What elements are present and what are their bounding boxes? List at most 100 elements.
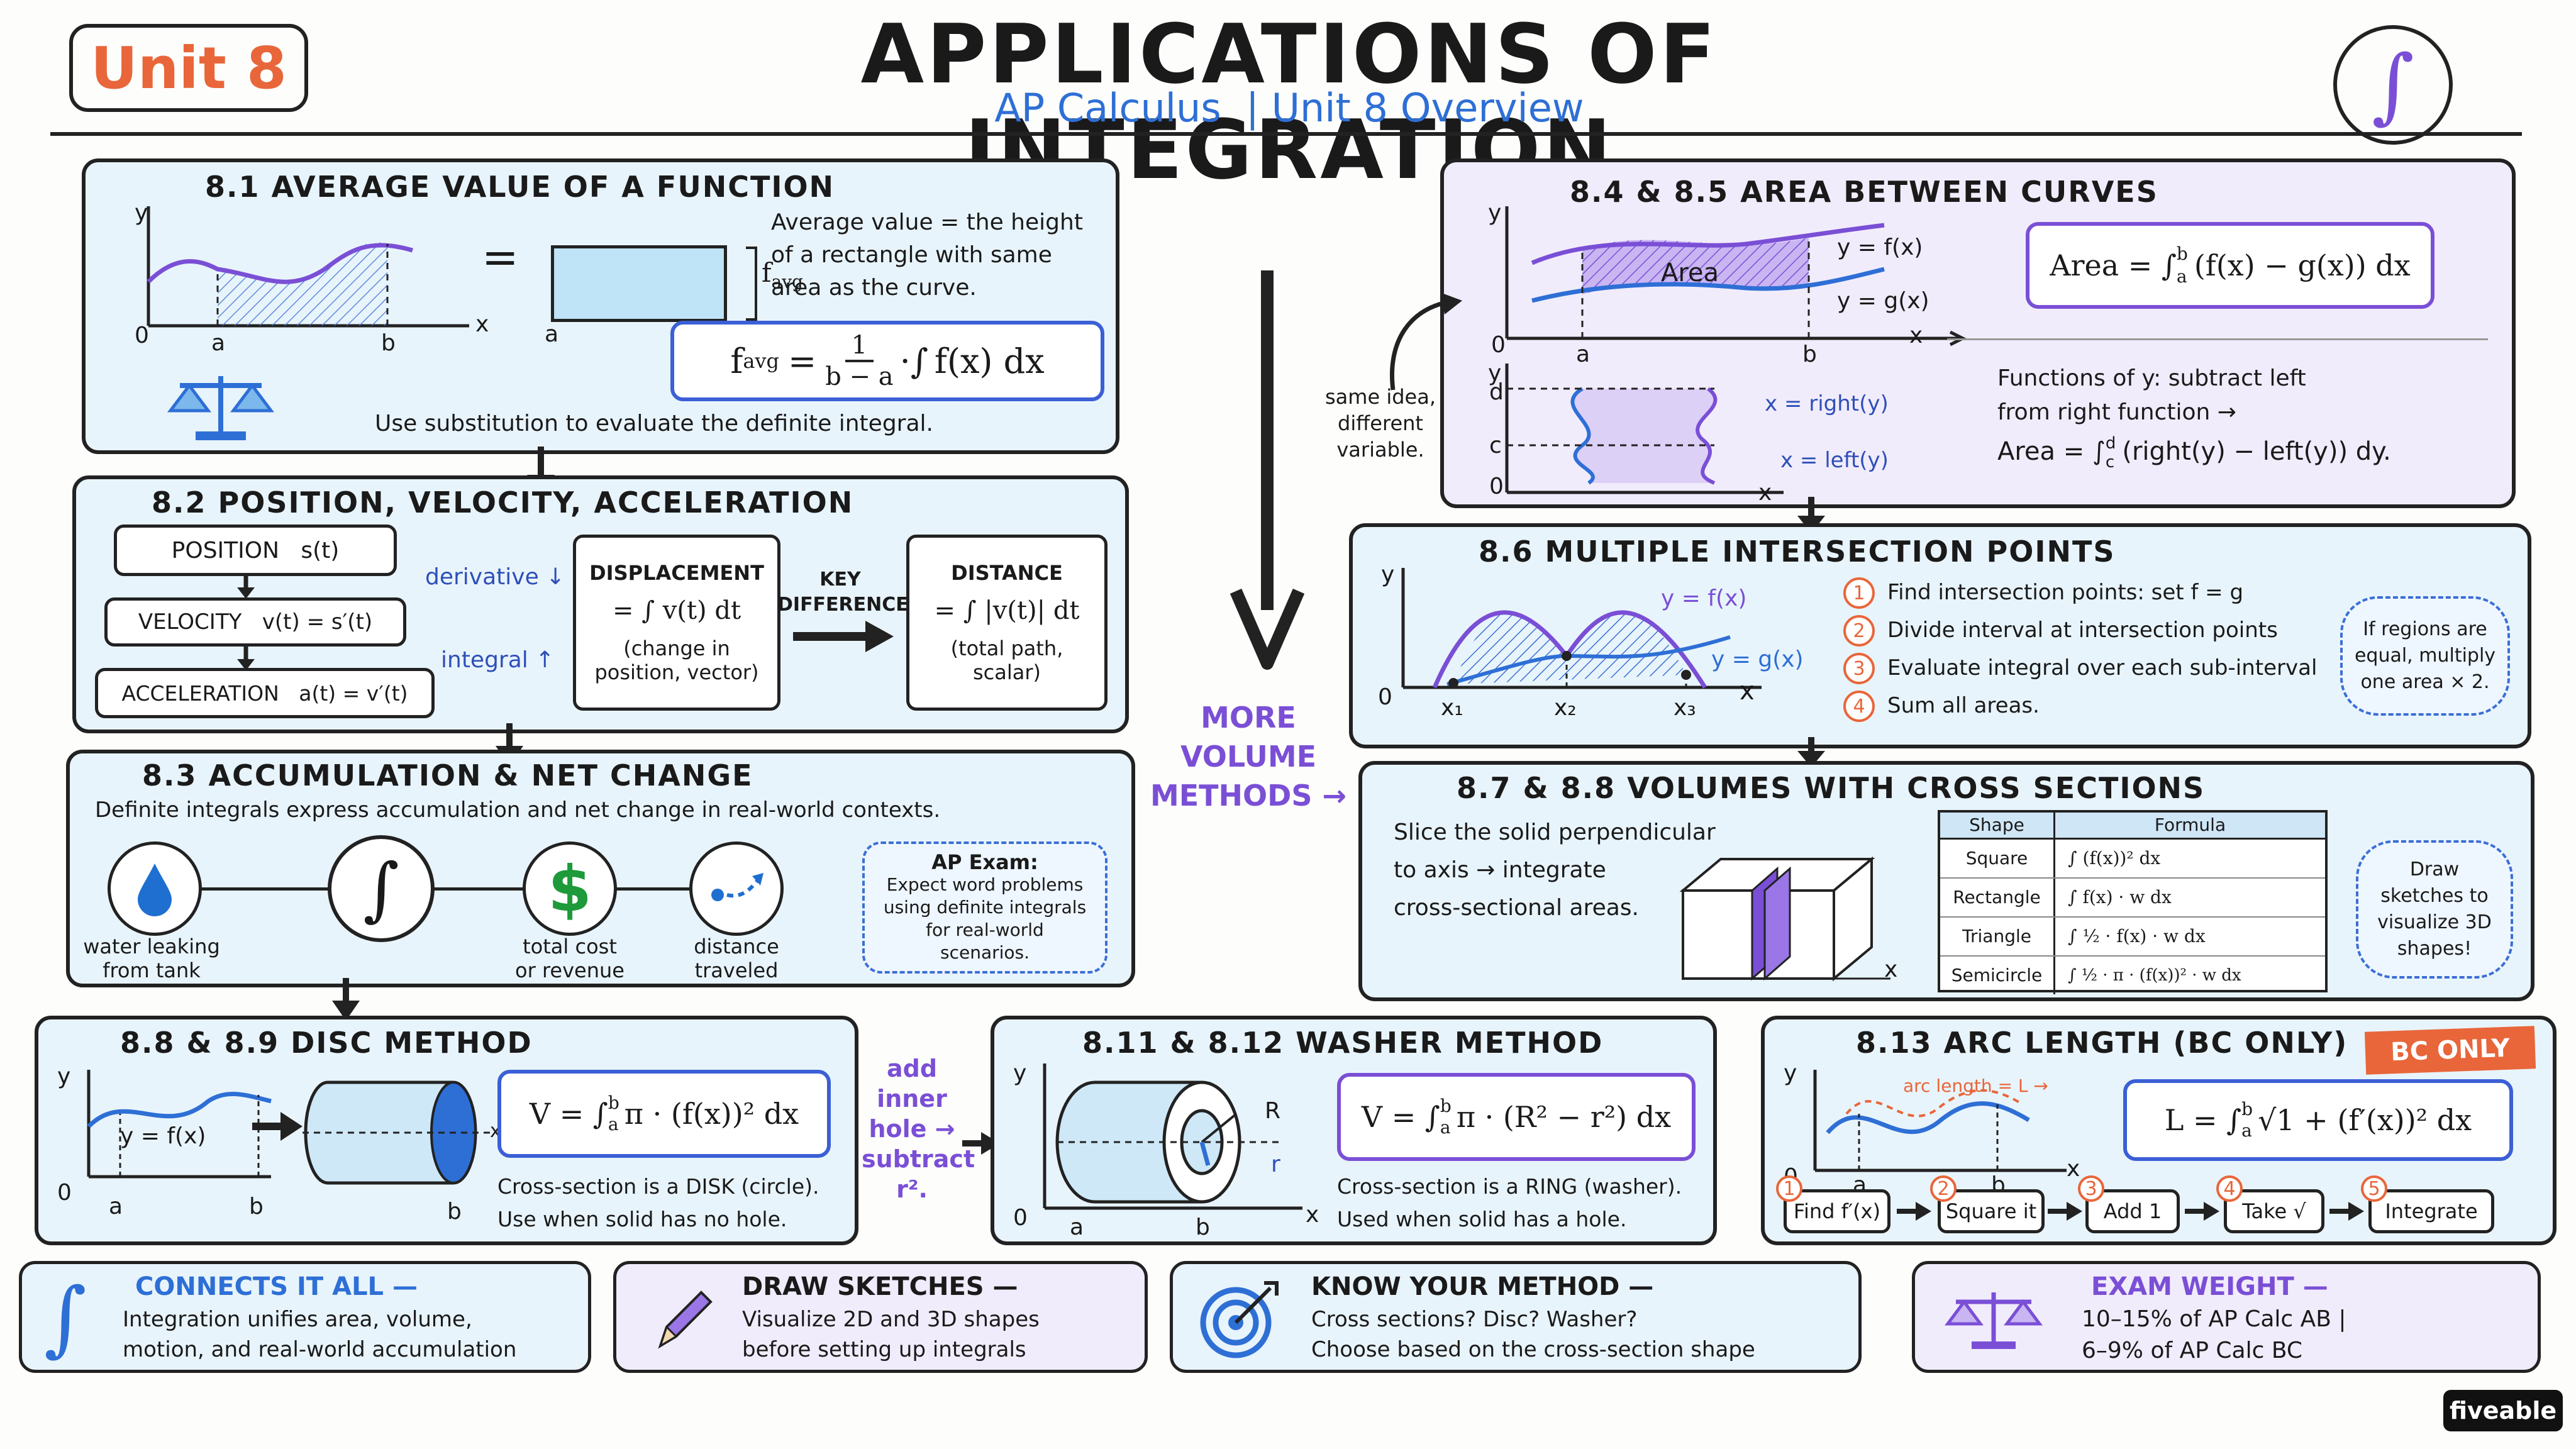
axis-x-label: x — [475, 311, 489, 337]
flow-arrow — [1797, 737, 1825, 767]
x1-label: x₁ — [1441, 695, 1463, 721]
axis-x-label: x — [1884, 957, 1898, 982]
derivative-label: derivative ↓ — [425, 564, 565, 590]
distance-title: DISTANCE — [951, 561, 1063, 585]
axis-x-label: x — [1758, 480, 1772, 506]
step-arrow — [1897, 1202, 1931, 1221]
header-divider — [50, 132, 2522, 136]
desc-line: to axis → integrate — [1394, 857, 1606, 883]
distance-box: DISTANCE = ∫ |v(t)| dt (total path,scala… — [906, 535, 1108, 711]
desc-line: Functions of y: subtract left — [1997, 365, 2306, 391]
step-number: 1 — [1776, 1175, 1802, 1202]
distance-formula: = ∫ |v(t)| dt — [934, 596, 1080, 625]
bc-only-badge: BC ONLY — [2364, 1026, 2536, 1075]
tick-a-label: a — [1576, 341, 1591, 367]
panel-title: 8.1 AVERAGE VALUE OF A FUNCTION — [205, 170, 835, 204]
footer-line: 10–15% of AP Calc AB | — [2082, 1306, 2346, 1332]
axis-x-label: x — [1909, 323, 1923, 348]
tick-a-label: a — [1070, 1214, 1084, 1240]
desc-line: Cross-section is a RING (washer). — [1337, 1174, 1682, 1199]
displacement-title: DISPLACEMENT — [589, 561, 764, 585]
integral-icon: ∫ — [44, 1270, 87, 1365]
panel-title: 8.8 & 8.9 DISC METHOD — [120, 1026, 533, 1060]
axis-x-label: x — [2067, 1156, 2080, 1182]
table-row: Square∫ (f(x))² dx — [1940, 840, 2325, 879]
g-curve-label: y = g(x) — [1837, 288, 1929, 314]
favg-bracket — [746, 247, 757, 321]
scale-icon — [167, 376, 274, 440]
step-number: 2 — [1843, 615, 1875, 647]
panel-title: 8.6 MULTIPLE INTERSECTION POINTS — [1479, 535, 2116, 569]
step-number: 5 — [2361, 1175, 2387, 1202]
center-big-down-arrow — [1230, 270, 1305, 670]
distance-traveled-icon — [689, 841, 784, 936]
panel-8-2-motion: 8.2 POSITION, VELOCITY, ACCELERATION POS… — [72, 475, 1129, 733]
panel-8-7-cross-sections: 8.7 & 8.8 VOLUMES WITH CROSS SECTIONS Sl… — [1358, 761, 2534, 1001]
area-label: Area — [1661, 258, 1719, 287]
table-header: Formula — [2154, 814, 2226, 835]
footer-line: motion, and real-world accumulation — [123, 1337, 517, 1362]
tick-b-label: b — [1802, 341, 1817, 367]
panel-8-8-disc-method: 8.8 & 8.9 DISC METHOD y 0 a b y = f(x) b… — [35, 1016, 858, 1245]
divider-line — [1947, 338, 2488, 340]
step-number: 3 — [2078, 1175, 2104, 1202]
step-number: 2 — [1930, 1175, 1957, 1202]
panel-8-13-arc-length: 8.13 ARC LENGTH (BC ONLY) BC ONLY arc le… — [1761, 1016, 2557, 1245]
velocity-box: VELOCITY v(t) = s′(t) — [104, 597, 406, 647]
step-text: Divide interval at intersection points — [1887, 618, 2278, 643]
footer-exam-weight: EXAM WEIGHT — 10–15% of AP Calc AB | 6–9… — [1912, 1261, 2541, 1373]
desc-line: Slice the solid perpendicular — [1394, 819, 1716, 845]
rect-a-label: a — [545, 321, 559, 347]
position-box: POSITION s(t) — [114, 525, 397, 576]
acceleration-box: ACCELERATION a(t) = v′(t) — [95, 668, 435, 718]
down-arrow — [237, 574, 255, 599]
flow-arrow — [332, 978, 360, 1021]
origin-label: 0 — [1378, 684, 1392, 710]
desc-line: Use when solid has no hole. — [497, 1207, 787, 1231]
step-integrate: Integrate — [2368, 1189, 2494, 1233]
unit-badge: Unit 8 — [69, 24, 308, 112]
step-arrow — [2329, 1202, 2364, 1221]
page-subtitle: AP Calculus | Unit 8 Overview — [994, 85, 1584, 131]
tick-a-label: a — [109, 1194, 123, 1219]
water-drop-icon — [108, 841, 202, 936]
footer-line: Visualize 2D and 3D shapes — [742, 1307, 1040, 1332]
axis-y-label: y — [1488, 200, 1502, 226]
f-curve-label: y = f(x) — [1661, 586, 1747, 611]
logo-integral-icon: ∫ — [2333, 25, 2453, 145]
footer-line: Integration unifies area, volume, — [123, 1307, 472, 1332]
right-arrow — [793, 621, 894, 652]
intersection-graph — [1401, 568, 1762, 689]
origin-label: 0 — [135, 323, 149, 348]
axis-y-label: y — [1488, 360, 1502, 386]
tick-a-label: a — [211, 330, 226, 356]
panel-8-4-area-between-curves: 8.4 & 8.5 AREA BETWEEN CURVES Area y = f… — [1440, 158, 2516, 508]
left-curve-label: x = left(y) — [1780, 448, 1889, 473]
tick-b-label: b — [447, 1199, 462, 1224]
solid-slice-3d-icon — [1679, 856, 1890, 982]
cross-section-table: Shape Formula Square∫ (f(x))² dx Rectang… — [1938, 810, 2328, 994]
footer-title: EXAM WEIGHT — — [2091, 1272, 2328, 1301]
panel-title: 8.3 ACCUMULATION & NET CHANGE — [142, 758, 753, 792]
panel-title: 8.7 & 8.8 VOLUMES WITH CROSS SECTIONS — [1457, 771, 2206, 805]
desc-line: area as the curve. — [771, 275, 977, 301]
step-add-one: Add 1 — [2085, 1189, 2180, 1233]
panel-title: 8.11 & 8.12 WASHER METHOD — [1082, 1026, 1604, 1060]
area-between-curves-graph — [1505, 206, 1967, 347]
origin-label: 0 — [1489, 474, 1504, 499]
desc-line: Used when solid has a hole. — [1337, 1207, 1627, 1231]
x3-label: x₃ — [1674, 695, 1696, 721]
footer-connects-it-all: ∫ CONNECTS IT ALL — Integration unifies … — [19, 1261, 591, 1373]
